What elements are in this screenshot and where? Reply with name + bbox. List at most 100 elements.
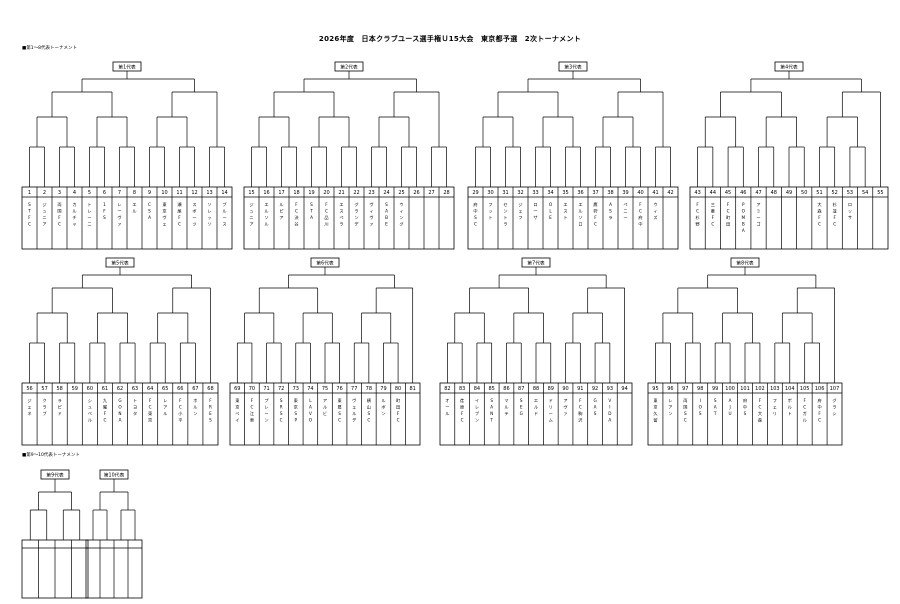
team-name-char: F: [712, 215, 715, 220]
bracket-label: 第7代表: [527, 260, 545, 267]
team-name-char: ブ: [475, 410, 480, 416]
bracket-label-box: [105, 257, 135, 268]
team-name-char: ヴ: [369, 201, 373, 208]
team-name-char: ス: [192, 202, 196, 207]
seed-number: 47: [755, 190, 761, 196]
team-name-char: ト: [503, 215, 507, 220]
seed-number: 50: [801, 190, 807, 196]
team-name-char: 中: [818, 404, 822, 411]
team-name-char: ブ: [222, 201, 227, 207]
seed-number: 18: [293, 190, 299, 196]
seed-number: 36: [577, 190, 583, 196]
bracket-label: 第1代表: [118, 64, 136, 71]
team-name-char: ト: [87, 202, 91, 207]
team-name-char: ァ: [563, 411, 567, 417]
seed-number: 13: [206, 190, 212, 196]
team-name-char: N: [118, 411, 121, 416]
team-name-char: 原: [460, 405, 464, 410]
team-name-char: 森: [758, 417, 763, 424]
team-name-char: ラ: [58, 398, 62, 404]
team-name-char: R: [280, 405, 283, 410]
seed-number: 101: [740, 386, 750, 392]
team-name-char: ー: [222, 215, 226, 220]
team-name-char: ェ: [162, 222, 166, 228]
team-name-char: 町: [396, 398, 401, 403]
seed-number: 3: [58, 190, 61, 196]
seed-number: 65: [162, 386, 168, 392]
team-name-char: F: [818, 215, 821, 220]
bracket-label: 第4代表: [780, 64, 798, 71]
team-name-char: D: [608, 411, 611, 416]
seed-number: 2: [43, 190, 46, 196]
team-name-char: C: [58, 222, 61, 227]
team-name-char: エ: [132, 202, 136, 207]
team-name-char: ヨ: [133, 405, 137, 410]
team-name-char: A: [729, 398, 732, 403]
team-name-char: F: [179, 398, 182, 403]
team-name-char: ブ: [43, 410, 48, 416]
seed-number: 92: [592, 386, 598, 392]
team-name-char: F: [579, 398, 582, 403]
team-name-char: B: [385, 215, 388, 220]
team-name-char: L: [309, 398, 312, 403]
team-name-char: I: [609, 405, 610, 410]
seed-number: 84: [474, 386, 480, 392]
team-name-char: 大: [758, 410, 762, 417]
seed-number: 16: [263, 190, 269, 196]
team-name-char: マ: [504, 398, 508, 404]
team-name-char: ッ: [848, 209, 852, 214]
bracket-label: 第9代表: [46, 472, 64, 479]
team-name-char: 横: [367, 397, 372, 404]
seed-number: 8: [133, 190, 136, 196]
team-name-char: 田: [396, 405, 400, 411]
team-name-char: ウ: [653, 201, 657, 207]
team-name-char: C: [461, 418, 464, 423]
team-name-char: エ: [339, 202, 343, 207]
team-name-char: C: [818, 418, 821, 423]
team-name-char: S: [385, 202, 388, 207]
team-name-char: ト: [563, 215, 567, 220]
team-name-char: フ: [773, 398, 777, 403]
seed-number: 29: [472, 190, 478, 196]
seed-number: 60: [87, 386, 93, 392]
seed-number: 99: [712, 386, 718, 392]
team-name-char: ン: [381, 411, 385, 416]
team-name-char: P: [295, 418, 298, 423]
team-name-char: エ: [578, 202, 582, 207]
team-name-char: S: [609, 209, 612, 214]
seed-number: 35: [562, 190, 568, 196]
seed-number: 41: [652, 190, 658, 196]
seed-number: 1: [28, 190, 31, 196]
team-name-char: S: [714, 398, 717, 403]
seed-number: 45: [725, 190, 731, 196]
team-name-char: ン: [193, 411, 197, 416]
team-name-char: リ: [773, 411, 777, 416]
team-name-char: ラ: [503, 222, 507, 228]
bracket-label: 第10代表: [104, 472, 125, 479]
seed-number: 38: [607, 190, 613, 196]
team-name-char: ル: [323, 405, 327, 410]
team-name-char: A: [609, 202, 612, 207]
seed-number: 68: [207, 386, 213, 392]
seed-number: 31: [502, 190, 508, 196]
team-name-char: O: [699, 405, 703, 410]
bracket-label-box: [730, 257, 760, 268]
team-name-char: デ: [354, 221, 359, 228]
team-name-char: 葛: [338, 404, 342, 411]
team-name-char: ア: [756, 202, 760, 208]
team-name-char: ィ: [369, 209, 373, 214]
team-name-char: 九: [103, 397, 108, 404]
team-name-char: エ: [534, 398, 538, 403]
team-name-char: ロ: [533, 202, 537, 207]
team-name-char: ア: [42, 222, 46, 228]
team-name-char: ザ: [533, 215, 537, 221]
team-name-char: S: [520, 398, 523, 403]
team-name-char: ィ: [653, 209, 657, 214]
team-name-char: ジ: [518, 202, 522, 207]
seed-number: 44: [710, 190, 716, 196]
team-name-char: 東: [162, 201, 167, 208]
team-name-char: エ: [563, 202, 567, 207]
team-name-char: ソ: [207, 222, 211, 227]
team-name-char: 沢: [578, 417, 583, 424]
team-name-char: S: [684, 411, 687, 416]
